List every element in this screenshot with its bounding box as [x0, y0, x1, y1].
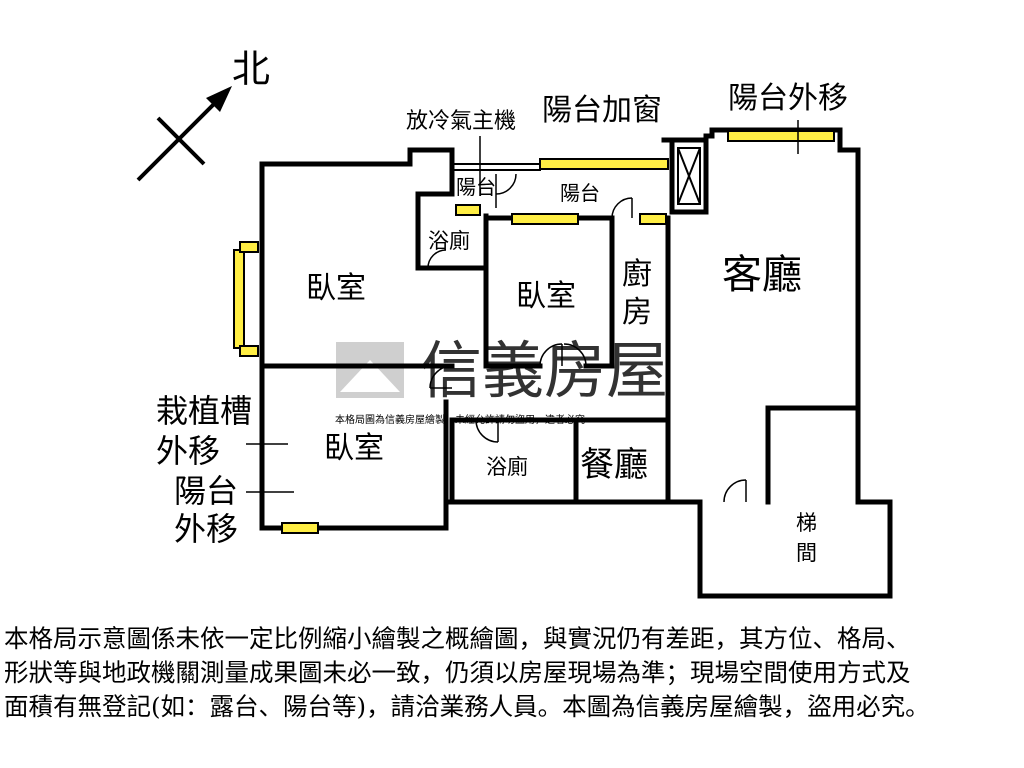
door-stair: [723, 479, 747, 503]
window-bath-top: [455, 204, 481, 216]
windows: [233, 130, 835, 534]
label-bath-bottom: 浴廁: [486, 455, 528, 479]
window-left-top-cap: [239, 241, 259, 253]
watermark-brand: 信義房屋: [420, 334, 668, 407]
label-dining: 餐廳: [580, 445, 648, 485]
window-top-right: [727, 130, 835, 142]
ac-unit-box: [669, 137, 709, 215]
disclaimer-line: 形狀等與地政機關測量成果圖未必一致，仍須以房屋現場為準；現場空間使用方式及: [4, 658, 911, 687]
watermark-logo-icon: [336, 342, 404, 398]
outer-wall-right: [661, 127, 861, 505]
label-planter-1: 栽植槽: [156, 392, 252, 430]
compass-arrowhead-icon: [206, 86, 232, 112]
door-bath-bottom: [475, 419, 499, 443]
compass-arrow: [136, 90, 228, 182]
label-balcony-window: 陽台加窗: [542, 93, 662, 128]
window-kitchen: [639, 213, 667, 225]
compass: 北: [136, 47, 270, 182]
label-balcony-small: 陽台: [456, 175, 496, 199]
watermark: 信義房屋 本格局圖為信義房屋繪製，未經允許請勿盜用，違者必究: [335, 334, 668, 426]
label-kitchen-1: 廚: [622, 257, 652, 292]
compass-north-label: 北: [232, 47, 270, 91]
bedroom-bottom-wall: [259, 363, 449, 531]
window-bedroom-mid: [511, 213, 579, 225]
label-bedroom-main: 臥室: [306, 271, 366, 306]
window-balcony: [539, 158, 669, 170]
label-balcony-left-2: 外移: [174, 510, 238, 548]
door-bath-top: [427, 249, 447, 269]
floor-plan: 信義房屋 本格局圖為信義房屋繪製，未經允許請勿盜用，違者必究 北: [136, 47, 893, 599]
kitchen-wall-left: [583, 215, 615, 369]
label-bath-top: 浴廁: [428, 229, 470, 253]
disclaimer-line: 面積有無登記(如：露台、陽台等)，請洽業務人員。本圖為信義房屋繪製，盜用必究。: [4, 692, 930, 721]
label-balcony-left-1: 陽台: [174, 472, 238, 510]
door-bedroom-mid-2: [563, 343, 587, 367]
window-left-bedroom: [233, 249, 245, 349]
label-stairs-2: 間: [796, 541, 817, 565]
label-balcony-mid: 陽台: [560, 181, 600, 205]
door-kitchen: [611, 197, 633, 219]
door-bedroom-bottom: [429, 365, 453, 389]
doors: [427, 173, 747, 503]
walls: [259, 127, 893, 599]
label-balcony-out: 陽台外移: [728, 81, 848, 116]
bedroom-mid-wall: [483, 213, 543, 369]
label-bedroom-mid: 臥室: [516, 279, 576, 314]
label-planter-2: 外移: [156, 432, 220, 470]
disclaimer-line: 本格局示意圖係未依一定比例縮小繪製之概繪圖，與實況仍有差距，其方位、格局、: [4, 624, 911, 653]
label-living: 客廳: [722, 252, 802, 298]
bath-top-wall: [415, 207, 489, 271]
stairwell-wall: [697, 405, 893, 599]
label-stairs-1: 梯: [796, 511, 817, 535]
window-left-bottom-cap: [239, 345, 259, 357]
label-kitchen-2: 房: [622, 295, 652, 330]
door-balcony: [495, 173, 517, 195]
label-ac-unit: 放冷氣主機: [406, 109, 516, 134]
outer-wall-left-top: [259, 147, 455, 369]
compass-cross-line: [156, 116, 206, 166]
door-bedroom-mid: [539, 343, 563, 367]
window-bottom-bedroom: [281, 522, 319, 534]
label-bedroom-bottom: 臥室: [324, 431, 384, 466]
disclaimer: 本格局示意圖係未依一定比例縮小繪製之概繪圖，與實況仍有差距，其方位、格局、 形狀…: [4, 622, 1020, 724]
